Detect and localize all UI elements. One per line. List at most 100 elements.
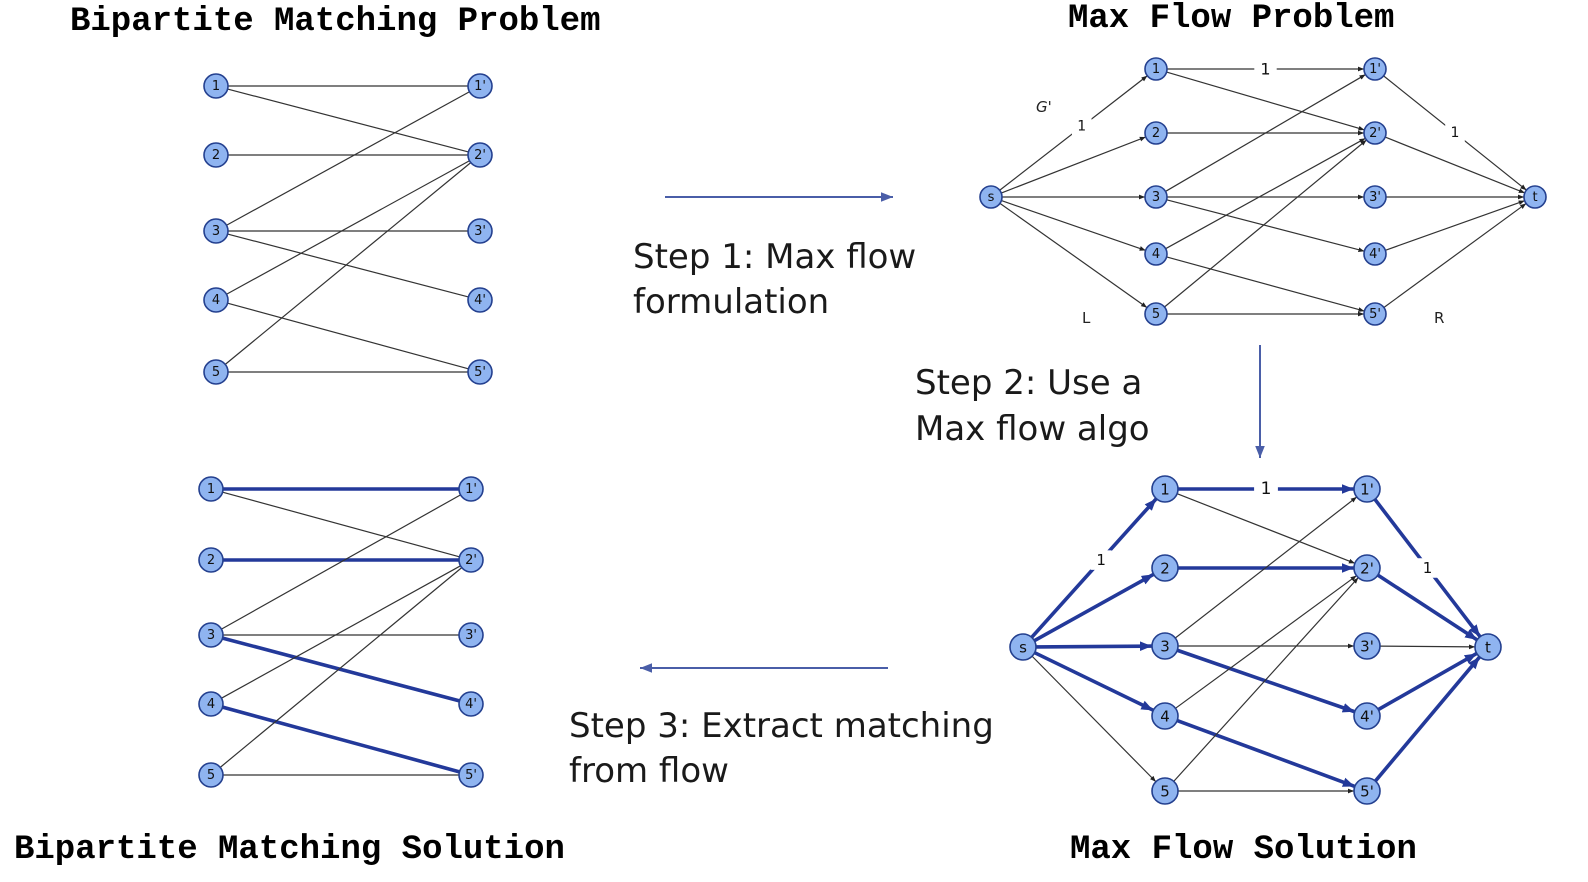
mf-solution-edge-1-2 — [1176, 493, 1356, 564]
bm-problem-edge-3-4 — [227, 233, 469, 298]
mf-solution-cap-s-1: 1 — [1096, 551, 1106, 569]
svg-text:4': 4' — [465, 697, 477, 712]
mf-problem-edge-3-1 — [1165, 74, 1366, 192]
mf-problem-cap-s-1: 1 — [1077, 119, 1086, 135]
mf-solution-source-node: s — [1009, 633, 1037, 661]
svg-text:4': 4' — [1360, 708, 1374, 726]
bm-solution-left-node-2: 2 — [198, 547, 224, 573]
svg-text:3: 3 — [1152, 190, 1160, 205]
bm-solution-edge-5-2 — [219, 567, 463, 768]
mf-problem-edge-s-2 — [1001, 136, 1146, 194]
svg-text:3': 3' — [474, 224, 486, 239]
bm-solution-edge-4-2 — [221, 565, 461, 699]
bm-solution-edge-3-4 — [222, 636, 460, 703]
svg-text:s: s — [988, 190, 995, 205]
mf-solution-edge-5-t — [1373, 655, 1482, 783]
mf-solution-cap-1-1-bg — [1254, 477, 1278, 501]
mf-solution-edge-s-3 — [1035, 641, 1153, 651]
svg-text:1': 1' — [474, 79, 486, 94]
bm-problem-left-node-3: 3 — [203, 218, 229, 244]
max-flow-problem-title: Max Flow Problem — [1068, 0, 1394, 38]
svg-text:3': 3' — [1369, 190, 1381, 205]
mf-problem-right-node-2: 2' — [1363, 121, 1387, 145]
svg-text:4: 4 — [212, 293, 220, 308]
mf-solution-edge-s-2 — [1033, 572, 1155, 643]
mf-solution-edge-3-t — [1379, 644, 1476, 650]
mf-solution-edge-s-4 — [1033, 651, 1155, 712]
svg-text:4: 4 — [1160, 708, 1170, 726]
bm-solution-right-node-2: 2' — [458, 547, 484, 573]
mf-problem-cap-1-1: 1 — [1260, 60, 1270, 79]
bm-problem-right-node-2: 2' — [467, 142, 493, 168]
mf-problem-edge-4-2 — [1165, 137, 1366, 250]
mf-problem-left-node-3: 3 — [1144, 185, 1168, 209]
mf-problem-cap-s-1-bg — [1071, 117, 1092, 136]
svg-text:1: 1 — [207, 482, 215, 497]
mf-solution-cap-1-t: 1 — [1423, 559, 1433, 577]
mf-problem-edge-3-4 — [1166, 199, 1365, 253]
mf-problem-cap-1-t-bg — [1445, 123, 1465, 143]
bm-problem-edge-4-5 — [227, 302, 469, 370]
mf-solution-cap-1-1: 1 — [1261, 479, 1272, 499]
svg-text:5': 5' — [1360, 783, 1374, 801]
mf-problem-right-node-4: 4' — [1363, 242, 1387, 266]
mf-solution-right-node-1: 1' — [1353, 475, 1381, 503]
svg-text:2: 2 — [207, 553, 215, 568]
mf-solution-right-node-2: 2' — [1353, 554, 1381, 582]
svg-text:3: 3 — [207, 628, 215, 643]
bipartite-problem-graph: 1 2 3 4 5 1' 2' 3' 4' 5' — [203, 73, 493, 385]
bm-problem-edge-3-1 — [226, 91, 470, 226]
bm-problem-right-node-4: 4' — [467, 287, 493, 313]
bm-solution-left-node-3: 3 — [198, 622, 224, 648]
svg-text:5': 5' — [474, 365, 486, 380]
bipartite-problem-title: Bipartite Matching Problem — [70, 3, 601, 41]
mf-solution-edge-4-2 — [1175, 575, 1357, 709]
svg-text:s: s — [1019, 639, 1027, 657]
svg-text:2': 2' — [1369, 126, 1381, 141]
bm-problem-edge-5-2 — [224, 162, 472, 365]
bm-solution-right-node-1: 1' — [458, 476, 484, 502]
mf-solution-edge-3-1 — [1174, 496, 1358, 639]
mf-problem-edge-5-t — [1383, 203, 1527, 308]
mf-solution-edge-2-t — [1376, 573, 1479, 642]
mf-problem-edge-1-2 — [1166, 71, 1365, 131]
mf-problem-left-node-2: 2 — [1144, 121, 1168, 145]
step2-line2: Max flow algo — [915, 409, 1150, 449]
svg-text:1': 1' — [1369, 62, 1381, 77]
mf-problem-edge-4-t — [1385, 200, 1525, 251]
mf-solution-edge-5-2 — [1173, 577, 1359, 782]
svg-text:3': 3' — [465, 628, 477, 643]
max-flow-solution-title: Max Flow Solution — [1070, 831, 1417, 869]
svg-text:4: 4 — [207, 697, 215, 712]
mf-problem-right-node-1: 1' — [1363, 57, 1387, 81]
bm-problem-left-node-2: 2 — [203, 142, 229, 168]
svg-text:2': 2' — [1360, 560, 1374, 578]
svg-text:4: 4 — [1152, 247, 1160, 262]
svg-text:5: 5 — [1152, 307, 1160, 322]
bm-solution-right-node-5: 5' — [458, 762, 484, 788]
mf-solution-sink-node: t — [1474, 633, 1502, 661]
svg-text:2: 2 — [1160, 560, 1170, 578]
mf-problem-left-node-1: 1 — [1144, 57, 1168, 81]
mf-solution-right-node-5: 5' — [1353, 777, 1381, 805]
bm-problem-left-node-5: 5 — [203, 359, 229, 385]
bm-problem-edge-1-2 — [227, 88, 469, 153]
mf-solution-edge-4-t — [1377, 651, 1478, 712]
left-side-label: L — [1082, 309, 1091, 327]
svg-text:3: 3 — [212, 224, 220, 239]
bm-solution-left-node-4: 4 — [198, 691, 224, 717]
bipartite-solution-graph: 1 2 3 4 5 1' 2' 3' 4' 5' — [198, 476, 484, 788]
mf-problem-left-node-4: 4 — [1144, 242, 1168, 266]
mf-solution-left-node-1: 1 — [1151, 475, 1179, 503]
svg-text:4': 4' — [474, 293, 486, 308]
mf-solution-edge-s-5 — [1031, 655, 1157, 783]
svg-text:1: 1 — [212, 79, 220, 94]
mf-solution-cap-1-t-bg — [1417, 558, 1438, 578]
mf-problem-cap-1-t: 1 — [1451, 125, 1460, 141]
bm-solution-edge-3-1 — [221, 494, 461, 630]
svg-text:5: 5 — [207, 768, 215, 783]
mf-problem-sink-node: t — [1523, 185, 1547, 209]
bm-problem-right-node-3: 3' — [467, 218, 493, 244]
